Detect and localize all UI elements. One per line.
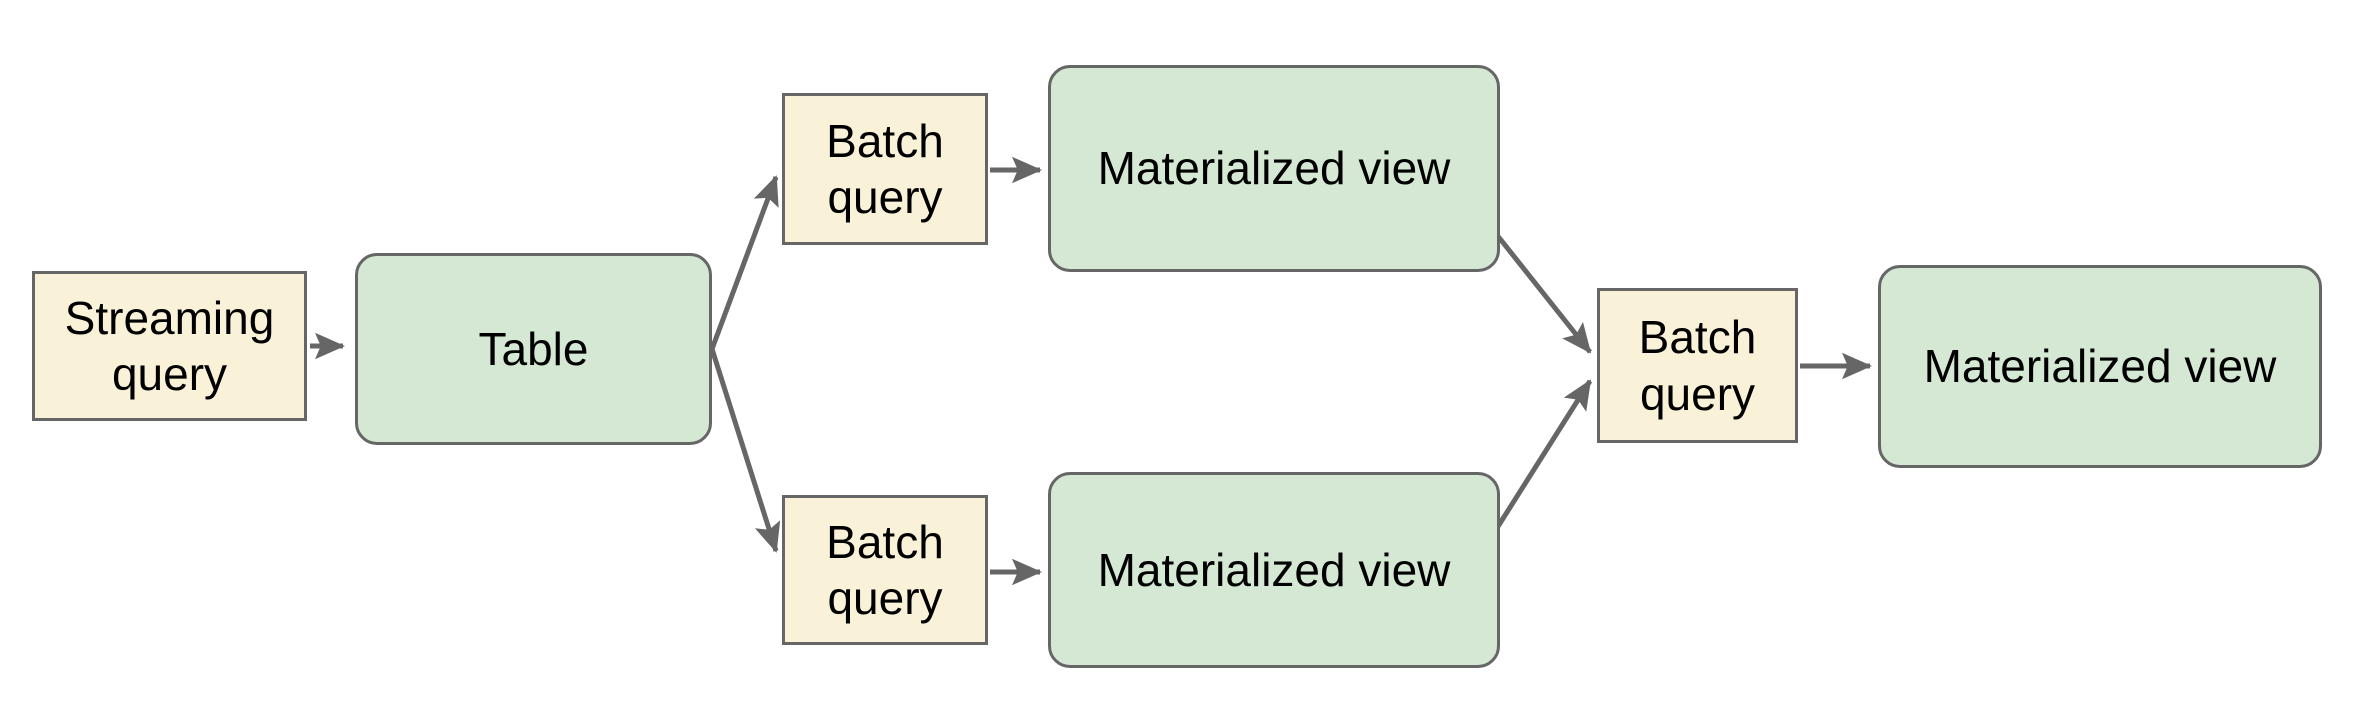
- node-batch-query-right[interactable]: Batch query: [1597, 288, 1798, 443]
- node-materialized-view-top[interactable]: Materialized view: [1048, 65, 1500, 272]
- node-streaming-query-label: Streaming query: [64, 291, 275, 400]
- node-materialized-view-top-label: Materialized view: [1097, 142, 1451, 195]
- node-materialized-view-bottom-label: Materialized view: [1097, 543, 1451, 596]
- node-batch-query-top[interactable]: Batch query: [782, 93, 988, 245]
- edge-table-to-batch-query-bottom: [709, 348, 781, 553]
- node-batch-query-right-label: Batch query: [1638, 311, 1757, 420]
- node-materialized-view-bottom[interactable]: Materialized view: [1048, 472, 1500, 668]
- node-streaming-query[interactable]: Streaming query: [32, 271, 307, 421]
- edge-materialized-view-top-to-batch-query-right: [1495, 233, 1592, 354]
- edge-table-to-batch-query-top: [709, 175, 779, 350]
- node-batch-query-bottom[interactable]: Batch query: [782, 495, 988, 645]
- node-batch-query-bottom-label: Batch query: [826, 515, 944, 624]
- node-table-label: Table: [478, 322, 589, 375]
- node-table[interactable]: Table: [355, 253, 712, 445]
- node-batch-query-top-label: Batch query: [826, 114, 944, 223]
- node-materialized-view-right[interactable]: Materialized view: [1878, 265, 2322, 468]
- edge-materialized-view-bottom-to-batch-query-right: [1494, 379, 1593, 530]
- node-materialized-view-right-label: Materialized view: [1923, 340, 2277, 393]
